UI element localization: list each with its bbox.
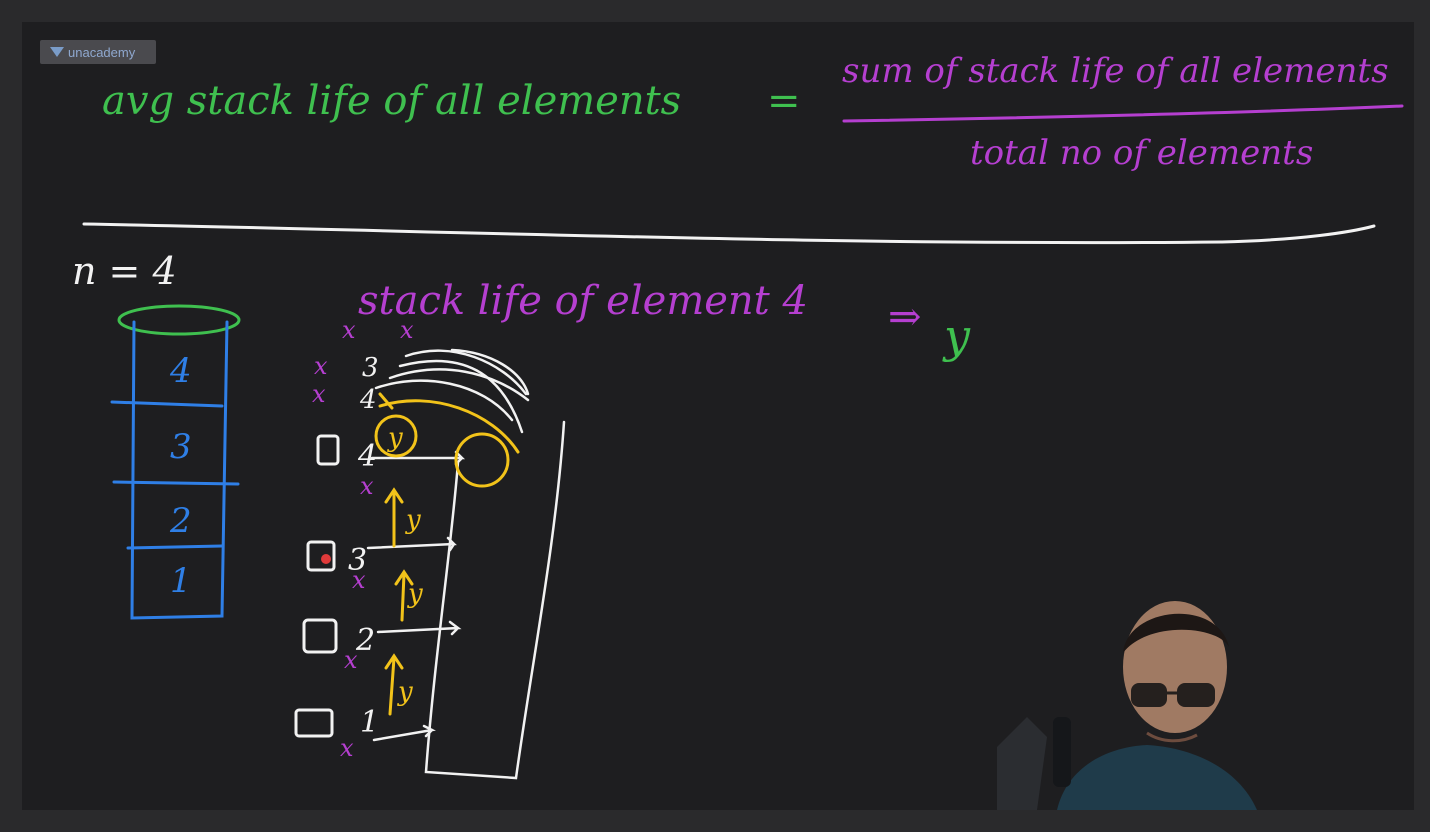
stack-top-ellipse — [117, 304, 241, 336]
result-y: y — [942, 309, 971, 363]
return-arc — [374, 379, 514, 422]
yellow-arc — [378, 392, 394, 410]
return-arc — [398, 359, 524, 434]
pop-mark: x — [342, 316, 356, 344]
upper-label: 3 — [362, 353, 379, 383]
push-arrow — [376, 620, 462, 636]
timeline-row-number: 1 — [360, 705, 379, 740]
pop-mark: x — [360, 472, 374, 500]
row-box — [306, 540, 336, 572]
lifeline-frame — [424, 420, 566, 780]
upward-arrow — [384, 653, 404, 716]
brand-name: unacademy — [68, 44, 136, 60]
pop-mark: x — [352, 566, 366, 594]
implies-arrow: ⇒ — [888, 294, 922, 340]
pop-mark: x — [400, 316, 414, 344]
push-arrow — [372, 724, 436, 742]
stack-life-heading: stack life of element 4 — [358, 278, 808, 324]
stack-cell: 4 — [169, 351, 192, 391]
stack-divider — [110, 400, 224, 408]
stack-divider — [126, 544, 224, 550]
upper-label: 4 — [359, 385, 377, 415]
highlight-circle — [374, 414, 418, 458]
timeline-arrows — [366, 348, 566, 780]
formula-lhs: avg stack life of all elements — [102, 78, 681, 124]
yellow-annotations — [374, 392, 520, 716]
stack-divider — [112, 480, 240, 486]
timeline-row-number: 2 — [355, 623, 375, 658]
whiteboard-canvas[interactable]: unacademy avg stack life of all elements… — [22, 22, 1414, 810]
pop-mark: x — [340, 734, 354, 762]
row-box — [316, 434, 340, 466]
handwriting-layer: avg stack life of all elements = sum of … — [72, 51, 1404, 780]
return-arc — [388, 368, 530, 402]
row-box — [294, 708, 334, 738]
divider-line — [82, 222, 1376, 245]
presenter-silhouette — [997, 597, 1289, 810]
push-arrow — [366, 536, 457, 552]
upward-arrow — [384, 487, 404, 548]
formula-denominator: total no of elements — [970, 133, 1313, 173]
return-arc — [450, 348, 530, 396]
fraction-bar — [842, 104, 1404, 123]
pop-mark: x — [314, 352, 328, 380]
y-mark: y — [405, 505, 421, 535]
timeline-row-number: 4 — [357, 439, 377, 474]
presenter-video — [997, 597, 1289, 810]
unacademy-logo-icon — [50, 47, 64, 57]
pop-mark: x — [344, 646, 358, 674]
pop-mark: x — [312, 380, 326, 408]
unacademy-logo: unacademy — [40, 40, 156, 64]
y-mark: y — [397, 677, 413, 707]
formula-equals: = — [767, 78, 801, 124]
timeline-boxes — [294, 434, 340, 738]
yellow-arc — [378, 399, 520, 454]
stack-outline — [130, 320, 229, 620]
row-box — [302, 618, 338, 654]
stack-cell: 1 — [170, 561, 192, 601]
upward-arrow — [394, 569, 414, 622]
return-arc — [404, 349, 528, 396]
y-mark: y — [407, 579, 423, 609]
formula-numerator: sum of stack life of all elements — [842, 51, 1389, 91]
highlight-circle — [454, 432, 510, 488]
timeline-row-number: 3 — [348, 543, 367, 578]
n-label: n = 4 — [72, 249, 177, 293]
circled-label: y — [387, 423, 403, 453]
stack-cell: 3 — [170, 427, 192, 467]
stack-cell: 2 — [169, 501, 192, 541]
record-dot-icon — [321, 554, 331, 564]
stack-diagram — [110, 320, 240, 620]
